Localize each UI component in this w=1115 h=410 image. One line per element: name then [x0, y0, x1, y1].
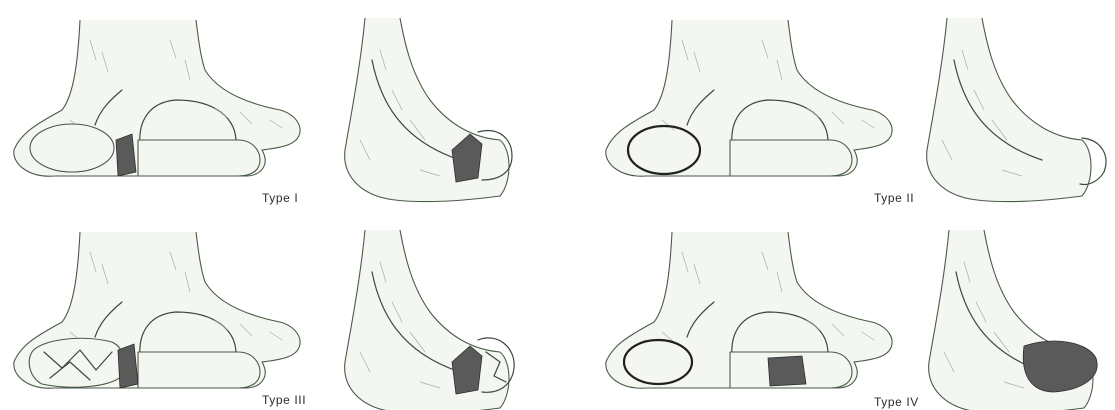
- anterior-view-drawing: [606, 232, 892, 388]
- panel-type-4: Type IV: [606, 230, 1097, 410]
- fracture-line: [118, 344, 138, 388]
- anterior-view-drawing: [606, 20, 892, 176]
- comminuted-capitellum: [29, 338, 125, 387]
- panel-type-1: Type I: [14, 18, 512, 205]
- lateral-view-drawing: [345, 230, 514, 410]
- caption-type-1: Type I: [262, 191, 298, 205]
- caption-type-2: Type II: [874, 191, 914, 205]
- capitellum-fragment: [30, 124, 114, 172]
- trochlear-fracture-area: [768, 356, 806, 386]
- panel-type-2: Type II: [606, 18, 1106, 205]
- caption-type-3: Type III: [262, 393, 306, 407]
- lateral-view-drawing: [345, 18, 512, 202]
- fracture-line: [116, 134, 136, 176]
- lateral-view-drawing: [927, 18, 1106, 202]
- lateral-view-drawing: [929, 230, 1097, 410]
- panel-type-3: Type III: [14, 230, 514, 410]
- caption-type-4: Type IV: [874, 395, 919, 409]
- anterior-view-drawing: [14, 232, 300, 388]
- anterior-view-drawing: [14, 20, 300, 176]
